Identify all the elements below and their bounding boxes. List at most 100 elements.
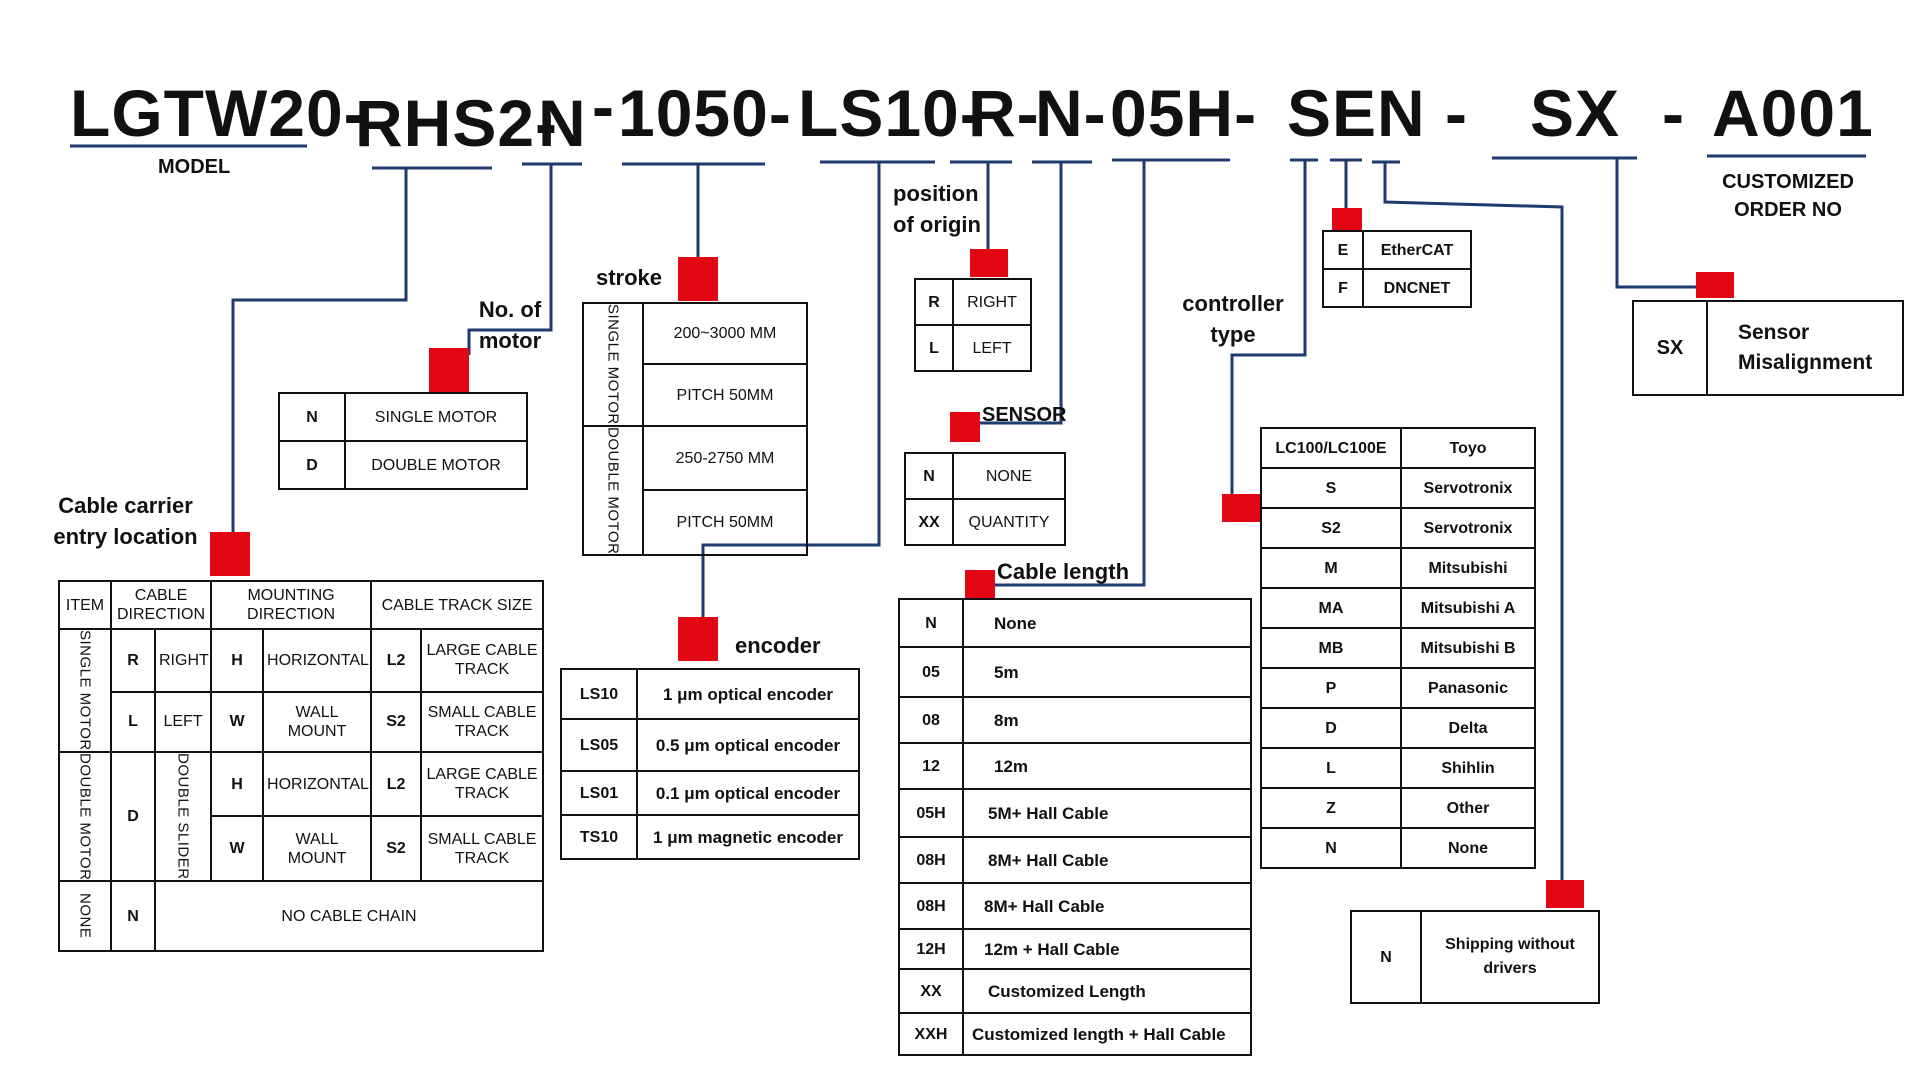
cable-desc: 12m + Hall Cable — [962, 928, 1252, 970]
code-dash3: - — [1662, 76, 1685, 150]
code-model: LGTW20- — [70, 76, 367, 150]
label-no-of-motor: No. of motor — [478, 297, 542, 353]
stroke-double-pitch: PITCH 50MM — [642, 489, 808, 557]
origin-table: R RIGHT L LEFT — [914, 278, 1032, 372]
stroke-table: SINGLE MOTOR 200~3000 MM PITCH 50MM DOUB… — [582, 301, 808, 557]
double-motor-cell: DOUBLE MOTOR — [58, 750, 112, 883]
cable-code: 05H — [898, 788, 964, 838]
code-w-cell: W — [210, 815, 265, 883]
marker-encoder — [678, 617, 718, 661]
label-customized: CUSTOMIZED ORDER NO — [1722, 171, 1854, 221]
marker-controller — [1222, 494, 1260, 522]
controller-desc: Panasonic — [1400, 667, 1536, 709]
large-track-cell: LARGE CABLE TRACK — [420, 628, 544, 693]
controller-desc: None — [1400, 827, 1536, 869]
table-row: PITCH 50MM — [583, 489, 808, 557]
controller-code: D — [1260, 707, 1402, 749]
encoder-code: LS10 — [560, 668, 638, 720]
table-row: W WALL MOUNT S2 SMALL CABLE TRACK — [59, 815, 544, 883]
encoder-code: LS05 — [560, 718, 638, 772]
stroke-double-label-cell: DOUBLE MOTOR — [582, 424, 644, 557]
code-sx: SX — [1530, 76, 1621, 150]
connector-rhs — [231, 168, 408, 555]
cable-carrier-table: ITEM CABLE DIRECTION MOUNTING DIRECTION … — [58, 580, 544, 953]
header-mounting-direction: MOUNTING DIRECTION — [210, 580, 373, 630]
code-n: N — [538, 86, 587, 160]
connector-sen3 — [1383, 162, 1564, 880]
encoder-desc: 0.1 μm optical encoder — [636, 770, 860, 816]
single-motor-cell: SINGLE MOTOR — [58, 628, 112, 753]
marker-shipping — [1546, 880, 1584, 908]
code-r: R- — [968, 76, 1040, 150]
sensor-table: N NONE XX QUANTITY — [904, 452, 1066, 546]
cable-code: 05 — [898, 646, 964, 698]
controller-code: L — [1260, 747, 1402, 789]
code-w-cell: W — [210, 690, 265, 753]
table-row: R RIGHT — [914, 278, 1032, 326]
motor-code: D — [278, 440, 346, 490]
label-controller-type: controller type — [1182, 291, 1284, 347]
controller-code: LC100/LC100E — [1260, 427, 1402, 469]
stroke-single-label: SINGLE MOTOR — [604, 304, 622, 425]
controller-code: MB — [1260, 627, 1402, 669]
table-row: PITCH 50MM — [583, 363, 808, 427]
label-model: MODEL — [158, 156, 231, 178]
table-row: F DNCNET — [1322, 268, 1472, 308]
origin-code: R — [914, 278, 954, 326]
code-s2-cell: S2 — [370, 815, 423, 883]
code-rhs: RHS2- — [355, 86, 559, 160]
controller-desc: Mitsubishi A — [1400, 587, 1536, 629]
sensor-desc: QUANTITY — [952, 498, 1066, 546]
encoder-table: LS10 1 μm optical encoder LS05 0.5 μm op… — [560, 668, 860, 860]
table-row: DOUBLE MOTOR D DOUBLE SLIDER H HORIZONTA… — [58, 750, 544, 883]
table-row: LS05 0.5 μm optical encoder — [560, 718, 860, 772]
controller-code: Z — [1260, 787, 1402, 829]
network-table: E EtherCAT F DNCNET — [1322, 230, 1472, 308]
network-code: F — [1322, 268, 1364, 308]
label-encoder: encoder — [735, 633, 821, 658]
right-cell: RIGHT — [153, 628, 213, 693]
code-dash2: - — [1445, 76, 1468, 150]
encoder-desc: 0.5 μm optical encoder — [636, 718, 860, 772]
motor-code: N — [278, 392, 346, 442]
cable-desc: None — [962, 598, 1252, 648]
cable-code: 08H — [898, 836, 964, 884]
table-row: N Shipping without drivers — [1350, 910, 1600, 1004]
horizontal-cell: HORIZONTAL — [262, 628, 373, 693]
code-d-cell: D — [110, 750, 156, 883]
wall-mount-cell: WALL MOUNT — [262, 690, 373, 753]
label-sensor: SENSOR — [982, 404, 1067, 426]
table-row: TS10 1 μm magnetic encoder — [560, 814, 860, 860]
code-h-cell: H — [210, 628, 265, 693]
marker-cable-length — [965, 570, 995, 598]
table-row: SINGLE MOTOR 200~3000 MM — [582, 301, 808, 427]
marker-origin — [970, 249, 1008, 277]
code-l2-cell: L2 — [370, 750, 423, 818]
sx-code: SX — [1632, 300, 1708, 396]
small-track-cell: SMALL CABLE TRACK — [420, 815, 544, 883]
stroke-single-pitch: PITCH 50MM — [642, 363, 808, 427]
origin-desc: RIGHT — [952, 278, 1032, 326]
table-row: L LEFT W WALL MOUNT S2 SMALL CABLE TRACK — [59, 690, 544, 753]
table-row: XX QUANTITY — [904, 498, 1066, 546]
code-n2: N- — [1035, 76, 1107, 150]
label-cable-carrier: Cable carrier entry location — [53, 493, 198, 549]
header-cable-direction: CABLE DIRECTION — [109, 580, 213, 630]
wall-mount-cell: WALL MOUNT — [262, 815, 373, 883]
controller-code: N — [1260, 827, 1402, 869]
stroke-double-label: DOUBLE MOTOR — [604, 426, 622, 555]
table-row: SX Sensor Misalignment — [1632, 300, 1904, 396]
sx-table: SX Sensor Misalignment — [1632, 300, 1904, 396]
table-row: NONE N NO CABLE CHAIN — [58, 880, 544, 953]
small-track-cell: SMALL CABLE TRACK — [420, 690, 544, 753]
marker-network — [1332, 208, 1362, 230]
none-cell: NONE — [58, 880, 112, 953]
